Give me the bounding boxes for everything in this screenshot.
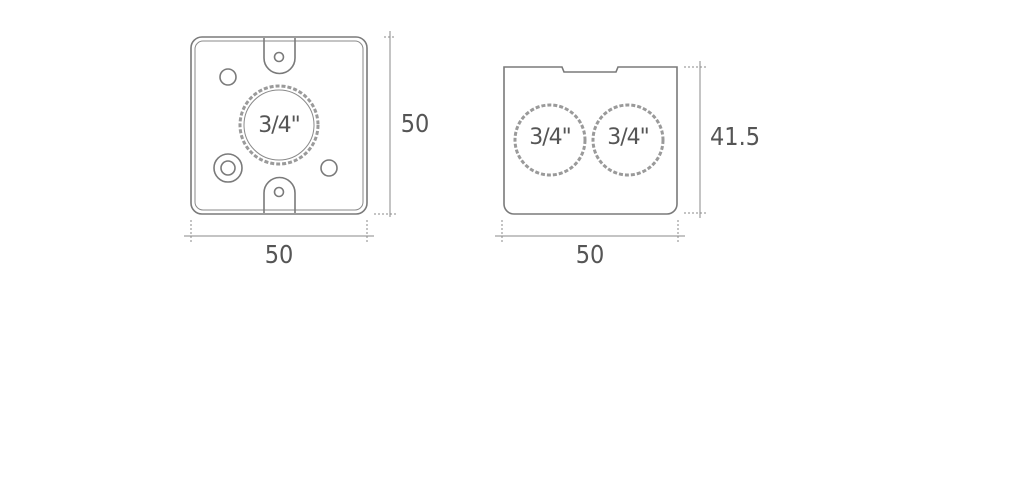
ground-boss-hole [220,160,236,176]
conduit-size-label-left: 3/4" [529,125,571,150]
conduit-knockout-right [591,103,665,177]
ground-boss-outer [213,153,243,183]
conduit-size-label-right: 3/4" [607,125,649,150]
conduit-knockout-inner [243,89,315,161]
height-label: 50 [401,109,430,138]
rect-box-drawing: 3/4" 3/4" 41.5 50 [495,61,760,269]
height-label: 41.5 [710,122,760,151]
bottom-screw-hole [273,186,285,198]
rect-box-outline [503,66,678,215]
width-label: 50 [576,240,605,269]
square-box-inner-outline [194,40,364,211]
conduit-knockout-left [513,103,587,177]
top-mounting-tab [263,38,296,75]
square-box-outline [190,36,368,215]
width-label: 50 [265,240,294,269]
conduit-size-label: 3/4" [258,113,300,138]
mounting-hole [219,68,237,86]
bottom-mounting-tab [263,176,296,213]
conduit-knockout [238,84,320,166]
square-box-drawing: 3/4" 50 50 [184,31,429,269]
mounting-hole [320,159,338,177]
top-screw-hole [273,51,285,63]
